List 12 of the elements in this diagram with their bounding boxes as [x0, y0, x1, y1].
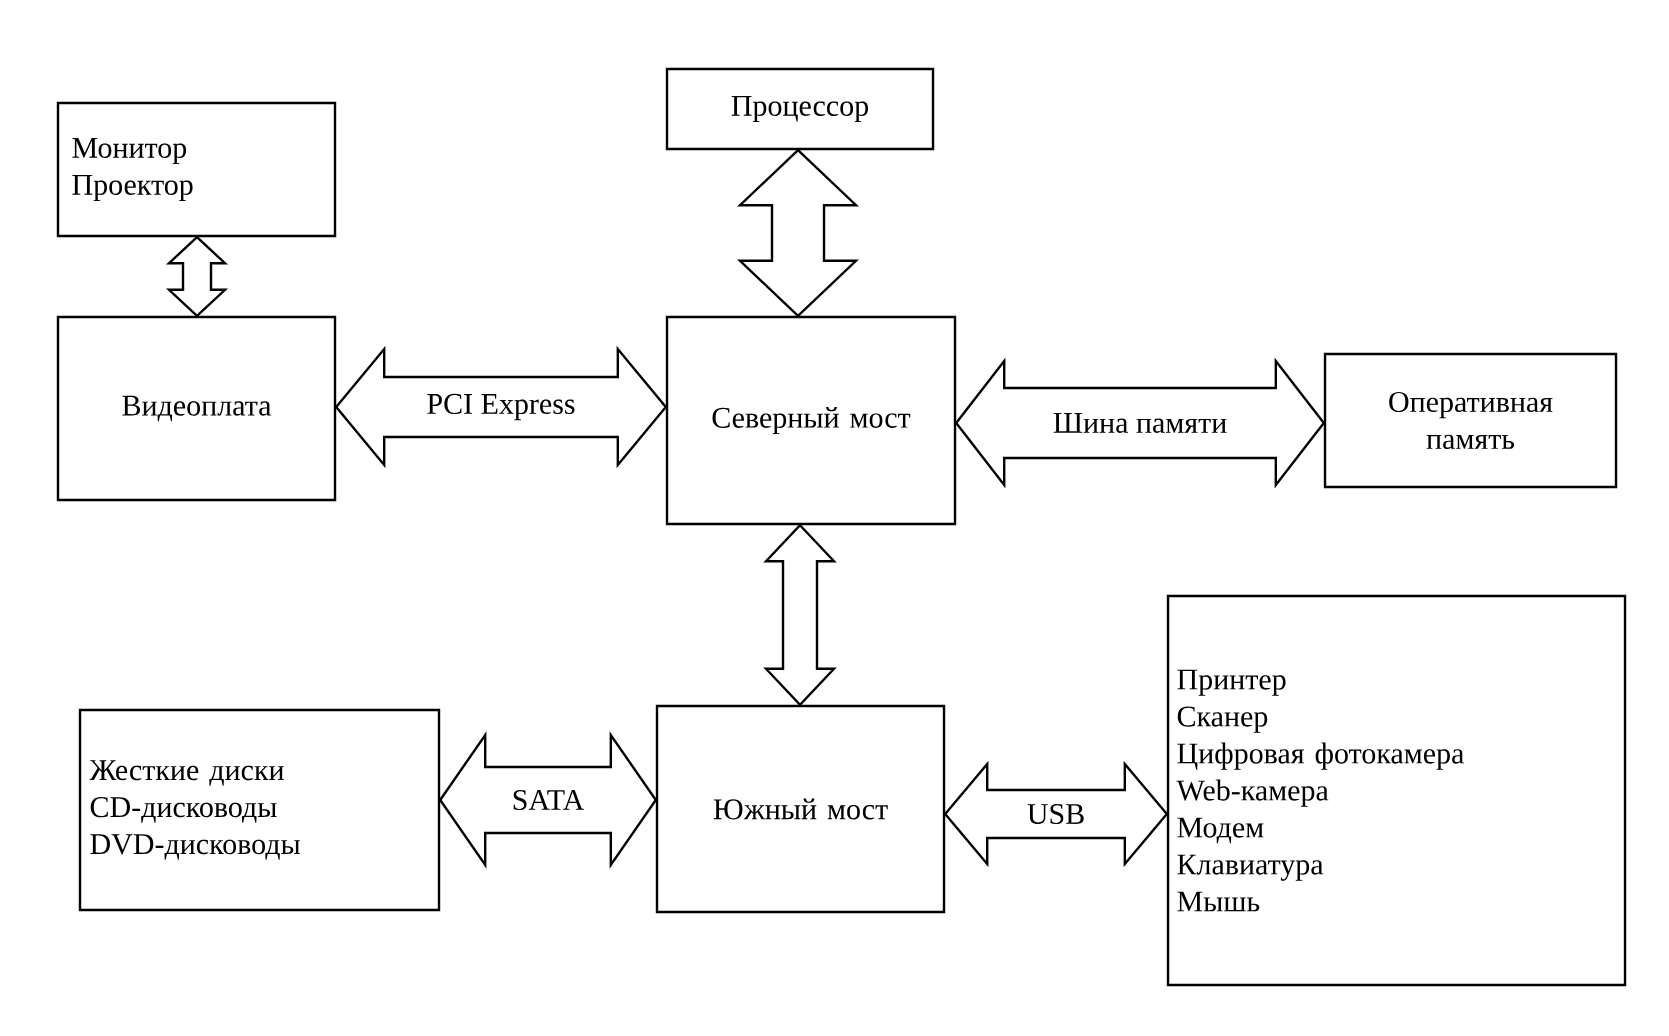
edge-label: PCI Express: [427, 393, 575, 421]
component-box: Северный мост: [665, 315, 957, 526]
device-box: Принтер Сканер Цифровая фотокамера Web-камера Модем Клавиатура Мышь: [1166, 594, 1627, 987]
component-box: Оперативная память: [1323, 352, 1618, 489]
edge-label: SATA: [513, 789, 585, 811]
component-box: Южный мост: [655, 704, 946, 914]
device-box: Жесткие диски CD-дисководы DVD-дисководы: [78, 708, 441, 912]
device-box: Монитор Проектор: [56, 101, 337, 238]
edge-label: Шина памяти: [1053, 413, 1227, 433]
component-box: Процессор: [665, 67, 935, 151]
component-box: Видеоплата: [56, 315, 337, 502]
edge-label: USB: [1027, 803, 1084, 825]
